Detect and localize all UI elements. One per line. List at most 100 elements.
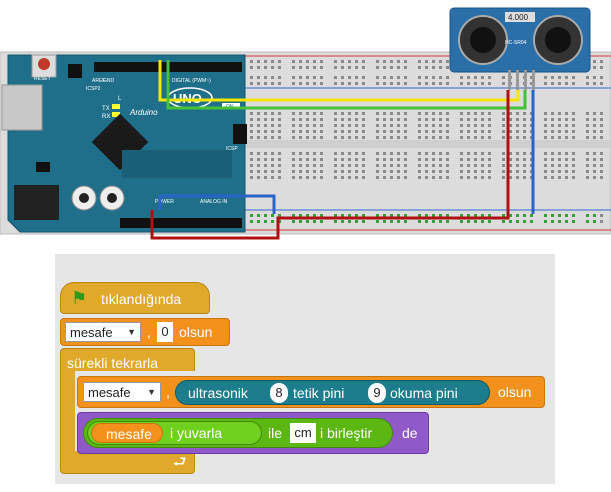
breadboard-hole <box>565 164 568 167</box>
breadboard-hole <box>306 66 309 69</box>
breadboard-hole <box>383 136 386 139</box>
breadboard-hole <box>593 130 596 133</box>
forever-block[interactable]: sürekli tekrarla ⮐ <box>60 348 195 474</box>
breadboard-hole <box>334 220 337 223</box>
breadboard-hole <box>425 220 428 223</box>
join-text-input[interactable]: cm <box>290 423 316 443</box>
breadboard-hole <box>390 112 393 115</box>
breadboard-hole <box>299 82 302 85</box>
breadboard-hole <box>264 60 267 63</box>
breadboard-hole <box>299 158 302 161</box>
breadboard-hole <box>516 136 519 139</box>
breadboard-hole <box>544 124 547 127</box>
set-variable-block[interactable]: mesafe , 0 olsun <box>60 318 230 346</box>
breadboard-hole <box>383 220 386 223</box>
breadboard-hole <box>509 214 512 217</box>
breadboard-hole <box>404 66 407 69</box>
breadboard-hole <box>600 118 603 121</box>
breadboard-hole <box>376 164 379 167</box>
ultrasonic-reporter[interactable]: ultrasonik 8 tetik pini 9 okuma pini <box>175 380 490 405</box>
arduino-board: RESET ICSP2 AREF GND L TX RX Arduino UNO… <box>1 54 247 233</box>
breadboard-hole <box>593 158 596 161</box>
breadboard-hole <box>425 136 428 139</box>
breadboard-hole <box>355 118 358 121</box>
set-distance-block[interactable]: mesafe , ultrasonik 8 tetik pini 9 okuma… <box>77 376 545 408</box>
join-reporter[interactable]: mesafe i yuvarla ile cm i birleştir <box>83 418 393 448</box>
analog-label: ANALOG IN <box>200 199 228 205</box>
echo-pin-input[interactable]: 9 <box>368 383 386 403</box>
breadboard-hole <box>586 158 589 161</box>
breadboard-hole <box>467 76 470 79</box>
breadboard-hole <box>362 82 365 85</box>
breadboard-hole <box>565 152 568 155</box>
breadboard-hole <box>313 76 316 79</box>
breadboard-hole <box>250 60 253 63</box>
trig-pin-input[interactable]: 8 <box>270 383 288 403</box>
arduino-label: Arduino <box>129 108 158 117</box>
breadboard-hole <box>348 118 351 121</box>
breadboard-hole <box>271 152 274 155</box>
breadboard-hole <box>418 60 421 63</box>
breadboard-hole <box>418 214 421 217</box>
breadboard-hole <box>439 118 442 121</box>
breadboard-hole <box>397 82 400 85</box>
breadboard-hole <box>320 220 323 223</box>
say-block[interactable]: mesafe i yuvarla ile cm i birleştir de <box>77 412 429 454</box>
breadboard-hole <box>509 118 512 121</box>
breadboard-hole <box>432 130 435 133</box>
breadboard-hole <box>586 118 589 121</box>
breadboard-hole <box>383 164 386 167</box>
breadboard-hole <box>467 130 470 133</box>
breadboard-hole <box>257 176 260 179</box>
breadboard-hole <box>264 214 267 217</box>
breadboard-hole <box>376 112 379 115</box>
breadboard-hole <box>383 124 386 127</box>
variable-dropdown[interactable]: mesafe <box>65 322 141 342</box>
breadboard-hole <box>306 176 309 179</box>
round-reporter[interactable]: mesafe i yuvarla <box>87 421 262 445</box>
breadboard-hole <box>460 214 463 217</box>
breadboard-hole <box>271 158 274 161</box>
breadboard-hole <box>446 220 449 223</box>
breadboard-hole <box>593 164 596 167</box>
breadboard-hole <box>264 176 267 179</box>
breadboard-hole <box>313 112 316 115</box>
breadboard-hole <box>488 124 491 127</box>
breadboard-hole <box>474 152 477 155</box>
breadboard-hole <box>292 136 295 139</box>
breadboard-hole <box>362 124 365 127</box>
rx-label: RX <box>102 114 110 120</box>
breadboard-hole <box>558 158 561 161</box>
breadboard-hole <box>439 176 442 179</box>
breadboard-hole <box>572 136 575 139</box>
variable-dropdown-2[interactable]: mesafe <box>83 382 161 402</box>
breadboard-hole <box>502 214 505 217</box>
breadboard-hole <box>516 176 519 179</box>
breadboard-hole <box>516 112 519 115</box>
breadboard-hole <box>460 118 463 121</box>
breadboard-hole <box>320 170 323 173</box>
when-flag-clicked-block[interactable]: ⚑ tıklandığında <box>60 282 210 314</box>
breadboard-hole <box>341 76 344 79</box>
breadboard-hole <box>509 130 512 133</box>
breadboard-hole <box>355 170 358 173</box>
breadboard-hole <box>390 124 393 127</box>
breadboard-hole <box>383 82 386 85</box>
breadboard-hole <box>306 214 309 217</box>
breadboard-hole <box>320 124 323 127</box>
breadboard-hole <box>460 130 463 133</box>
breadboard-hole <box>404 76 407 79</box>
set-value-input[interactable]: 0 <box>157 322 173 342</box>
breadboard-hole <box>383 60 386 63</box>
breadboard-hole <box>257 170 260 173</box>
breadboard-hole <box>334 152 337 155</box>
distance-variable-reporter[interactable]: mesafe <box>91 423 163 443</box>
breadboard-hole <box>334 176 337 179</box>
aref-label: AREF <box>92 78 105 84</box>
breadboard-hole <box>551 176 554 179</box>
breadboard-hole <box>278 130 281 133</box>
breadboard-hole <box>572 176 575 179</box>
breadboard-hole <box>355 82 358 85</box>
breadboard-hole <box>383 214 386 217</box>
breadboard-hole <box>404 152 407 155</box>
